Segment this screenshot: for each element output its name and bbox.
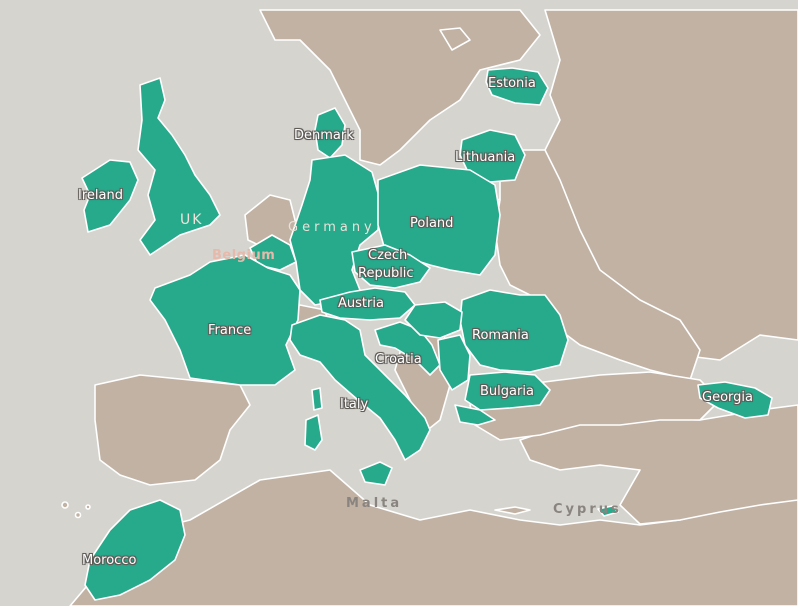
label-czech-line2: Republic <box>358 266 414 281</box>
country-greece[interactable] <box>454 404 496 426</box>
label-poland: Poland <box>410 216 454 231</box>
label-italy: Italy <box>340 397 369 412</box>
country-denmark[interactable] <box>314 107 346 159</box>
island-canary-2 <box>74 511 82 519</box>
country-hungary-area[interactable] <box>404 301 463 339</box>
label-ireland: Ireland <box>78 188 123 203</box>
label-lithuania: Lithuania <box>455 150 516 165</box>
label-germany: Germany <box>288 220 376 235</box>
country-morocco[interactable] <box>84 499 186 601</box>
label-belgium: Belgium <box>212 248 276 263</box>
label-bulgaria: Bulgaria <box>480 384 534 399</box>
country-france[interactable] <box>149 254 301 386</box>
land-scandinavia <box>259 9 541 166</box>
island-canary-3 <box>85 504 91 510</box>
label-france: France <box>208 323 252 338</box>
country-sicily[interactable] <box>359 461 393 486</box>
label-malta: Malta <box>346 496 403 511</box>
label-denmark: Denmark <box>294 128 354 143</box>
land-belarus-ukraine <box>494 149 701 381</box>
land-iceland-scraps <box>439 27 471 51</box>
country-serbia-area[interactable] <box>437 334 471 391</box>
label-georgia: Georgia <box>702 390 753 405</box>
country-ireland[interactable] <box>81 159 139 233</box>
label-czech-line1: Czech <box>368 248 408 263</box>
label-morocco: Morocco <box>82 553 137 568</box>
label-romania: Romania <box>472 328 529 343</box>
country-sardinia[interactable] <box>304 414 323 451</box>
country-corsica[interactable] <box>311 387 323 411</box>
land-iberia <box>94 374 251 486</box>
country-czech-republic[interactable] <box>351 244 431 289</box>
country-austria[interactable] <box>319 287 416 321</box>
island-crete <box>494 506 531 515</box>
country-estonia[interactable] <box>485 67 549 106</box>
island-canary-1 <box>61 501 69 509</box>
label-estonia: Estonia <box>488 76 536 91</box>
label-cyprus: Cyprus <box>553 502 622 517</box>
country-uk[interactable] <box>137 77 221 256</box>
label-austria: Austria <box>338 296 384 311</box>
country-cyprus[interactable] <box>597 505 619 517</box>
label-croatia: Croatia <box>375 352 422 367</box>
country-lithuania[interactable] <box>459 129 526 183</box>
country-bulgaria[interactable] <box>464 371 551 411</box>
country-georgia[interactable] <box>697 381 773 419</box>
country-italy[interactable] <box>289 314 431 461</box>
label-uk: UK <box>180 212 204 228</box>
